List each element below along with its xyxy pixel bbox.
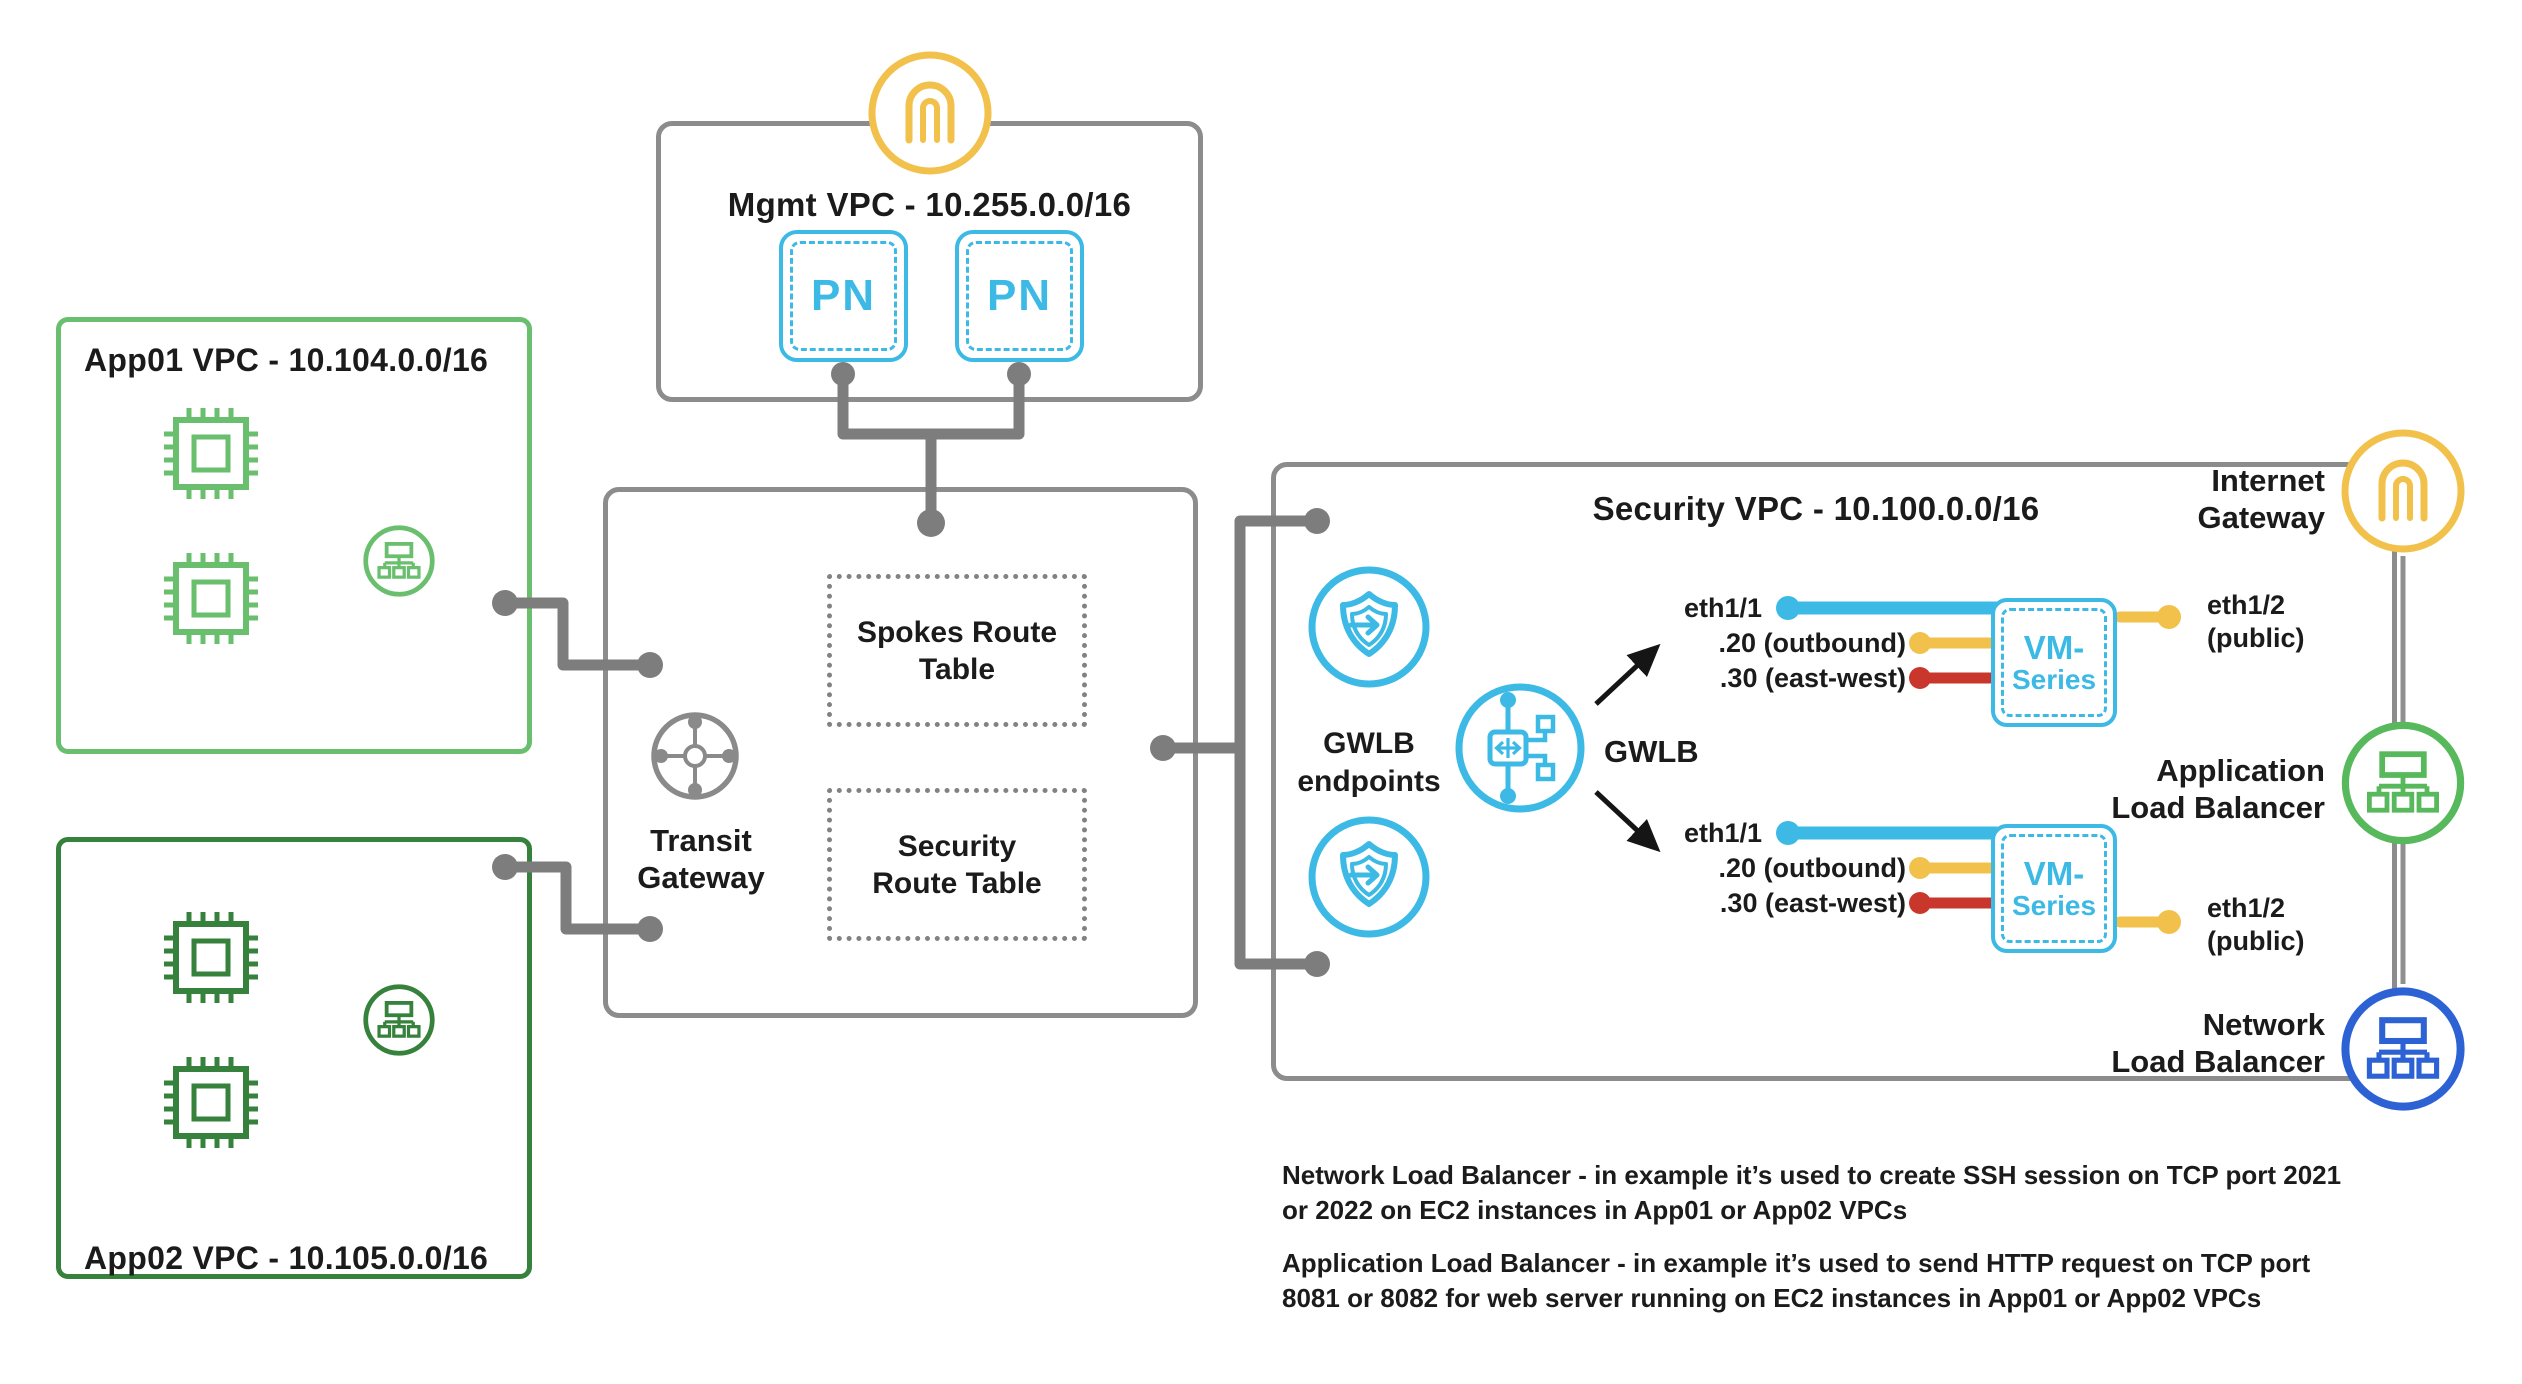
app02-wire-dot-left [492, 854, 518, 880]
app01-to-tgw-wire [505, 597, 650, 671]
mgmt-to-tgw-wire [837, 368, 1025, 526]
panorama-label-2: PN [986, 271, 1053, 320]
vm-bottom-eth12-label: eth1/2 (public) [2207, 892, 2304, 958]
network-load-balancer-label: Network Load Balancer [2025, 1006, 2325, 1080]
security-vpc-title: Security VPC - 10.100.0.0/16 [1592, 490, 2040, 527]
mgmt-vpc-title: Mgmt VPC - 10.255.0.0/16 [727, 186, 1132, 223]
vm-top-eth12-line2: (public) [2207, 623, 2305, 653]
transit-gateway-label: Transit Gateway [551, 822, 851, 896]
tgw-to-security-wire [1157, 515, 1323, 970]
spokes-route-table-line2: Table [918, 652, 996, 686]
nlb-label-line1: Network [2202, 1007, 2325, 1042]
panorama-node-1: PN [779, 230, 908, 362]
nlb-note-line1: Network Load Balancer - in example it’s … [1282, 1160, 2342, 1190]
app02-to-tgw-wire [505, 861, 650, 935]
gwlb-endpoint-icon-2 [1305, 813, 1433, 941]
vm-bottom-eth12-line1: eth1/2 [2207, 893, 2286, 923]
vm-bottom-eth12-line2: (public) [2207, 926, 2305, 956]
load-balancer-icon-app01 [361, 523, 437, 599]
vm-bottom-name-line1: VM- [2023, 854, 2085, 892]
gwlb-endpoints-label-line2: endpoints [1297, 765, 1441, 798]
alb-note-line2: 8081 or 8082 for web server running on E… [1282, 1283, 2262, 1313]
vm-top-name-line1: VM- [2023, 628, 2085, 666]
vm-top-interface-dots [1776, 596, 2181, 689]
vm-bottom-eastwest-label: .30 (east-west) [1719, 888, 1906, 918]
app02-wire-dot-right [637, 916, 663, 942]
gwlb-arrow-top [1594, 643, 1661, 706]
nlb-label-line2: Load Balancer [2111, 1044, 2325, 1079]
vm-series-box-top: VM- Series [1991, 598, 2117, 727]
vm-top-eth12-label: eth1/2 (public) [2207, 589, 2304, 655]
gwlb-arrow-bottom [1594, 790, 1661, 853]
security-route-table-line1: Security [897, 829, 1017, 863]
nlb-note: Network Load Balancer - in example it’s … [1282, 1158, 2341, 1228]
app02-vpc-title: App02 VPC - 10.105.0.0/16 [84, 1240, 489, 1276]
vm-bottom-name-line2: Series [2011, 889, 2097, 921]
panorama-label-1: PN [810, 271, 877, 320]
app01-wire-dot-left [492, 590, 518, 616]
vm-top-eth11-label: eth1/1 [1683, 593, 1762, 623]
network-load-balancer-icon [2339, 985, 2467, 1113]
tgw-security-wire-dots [1150, 508, 1330, 977]
transit-gateway-label-line2: Gateway [637, 860, 765, 895]
app01-vpc-title: App01 VPC - 10.104.0.0/16 [84, 342, 489, 378]
alb-note-line1: Application Load Balancer - in example i… [1282, 1248, 2311, 1278]
mgmt-gateway-icon [866, 49, 994, 177]
app01-wire-dot-right [637, 652, 663, 678]
app02-vpc-box [56, 837, 532, 1279]
internet-gateway-label-line2: Gateway [2197, 500, 2325, 535]
spokes-route-table-line1: Spokes Route [856, 615, 1058, 649]
transit-gateway-icon [647, 708, 743, 804]
vm-bottom-eth11-label: eth1/1 [1683, 818, 1762, 848]
vm-bottom-interface-dots [1776, 821, 2181, 934]
vm-bottom-interface-lines [1781, 826, 2170, 928]
gwlb-endpoints-label: GWLB endpoints [1219, 725, 1519, 801]
ec2-instance-icon-app02-2 [158, 1054, 264, 1154]
security-route-table: Security Route Table [827, 788, 1087, 941]
spokes-route-table: Spokes Route Table [827, 574, 1087, 727]
transit-gateway-label-line1: Transit [650, 823, 752, 858]
load-balancer-icon-app02 [361, 982, 437, 1058]
app01-vpc-box [56, 317, 532, 754]
alb-note: Application Load Balancer - in example i… [1282, 1246, 2310, 1316]
alb-label-line2: Load Balancer [2111, 790, 2325, 825]
alb-label-line1: Application [2156, 753, 2325, 788]
vm-top-interface-lines [1781, 601, 2170, 684]
security-route-table-line2: Route Table [872, 866, 1042, 900]
gwlb-endpoints-label-line1: GWLB [1323, 727, 1415, 760]
internet-gateway-label-line1: Internet [2211, 463, 2325, 498]
vm-top-eastwest-label: .30 (east-west) [1719, 663, 1906, 693]
application-load-balancer-icon [2339, 719, 2467, 847]
gwlb-label: GWLB [1604, 734, 1699, 769]
gwlb-endpoint-icon-1 [1305, 563, 1433, 691]
vm-top-outbound-label: .20 (outbound) [1718, 628, 1906, 658]
mgmt-wire-dots [831, 362, 1031, 537]
vm-bottom-outbound-label: .20 (outbound) [1718, 853, 1906, 883]
internet-gateway-label: Internet Gateway [2025, 462, 2325, 536]
application-load-balancer-label: Application Load Balancer [2025, 752, 2325, 826]
nlb-note-line2: or 2022 on EC2 instances in App01 or App… [1282, 1195, 1908, 1225]
ec2-instance-icon-app01-2 [158, 550, 264, 650]
ec2-instance-icon-app02-1 [158, 909, 264, 1009]
internet-gateway-icon [2339, 427, 2467, 555]
panorama-node-2: PN [955, 230, 1084, 362]
gwlb-icon [1452, 680, 1588, 816]
vm-top-name-line2: Series [2011, 663, 2097, 695]
vm-series-box-bottom: VM- Series [1991, 824, 2117, 953]
vm-top-eth12-line1: eth1/2 [2207, 590, 2286, 620]
ec2-instance-icon-app01-1 [158, 405, 264, 505]
